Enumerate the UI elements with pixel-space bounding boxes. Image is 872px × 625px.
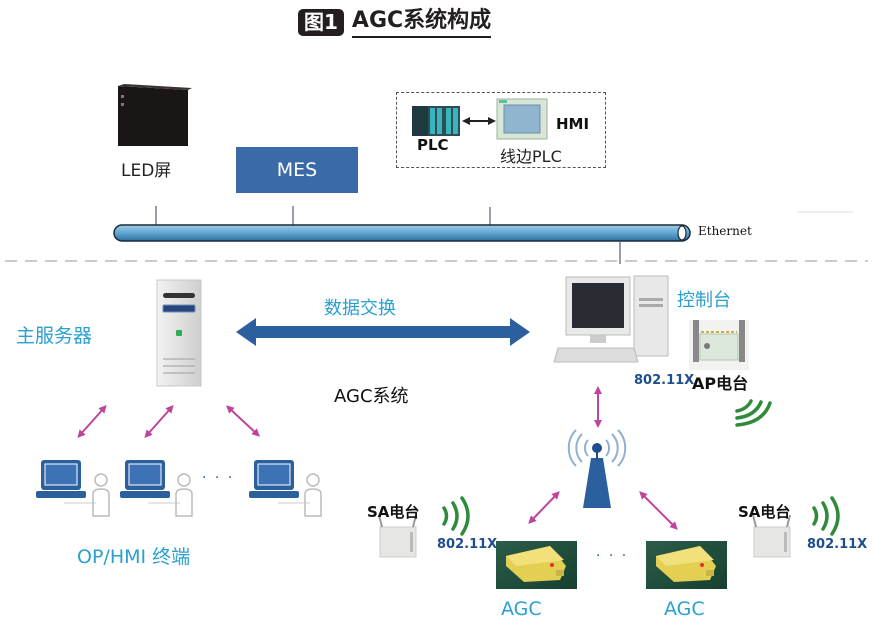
data-exchange-arrow <box>236 318 530 346</box>
server-terminal-arrow-3 <box>226 405 260 437</box>
agc-ellipsis: · · · <box>596 548 629 564</box>
tower-agc-arrow-left <box>528 491 560 524</box>
wifi-signal-icon-sa-right <box>812 496 840 536</box>
ap-radio-icon <box>689 320 749 370</box>
ap-protocol-label: 802.11X <box>634 373 695 388</box>
data-exchange-label: 数据交换 <box>324 298 396 319</box>
sa-protocol-label-left: 802.11X <box>437 537 498 552</box>
terminal-3 <box>249 460 322 517</box>
figure-badge: 图1 <box>298 8 344 36</box>
ethernet-label: Ethernet <box>698 224 752 238</box>
sa-radio-label-right: SA电台 <box>738 503 791 521</box>
mes-label: MES <box>276 159 318 181</box>
agc-label-left: AGC <box>501 598 542 620</box>
console-label: 控制台 <box>677 290 731 311</box>
sa-radio-icon-left <box>378 514 417 558</box>
hmi-panel-icon <box>496 98 548 140</box>
ethernet-bus <box>113 224 691 242</box>
led-screen-icon <box>118 84 192 146</box>
sa-protocol-label-right: 802.11X <box>807 537 868 552</box>
plc-label: PLC <box>417 136 449 154</box>
server-terminal-arrow-1 <box>77 405 107 438</box>
console-computer-icon <box>553 275 669 363</box>
tower-agc-arrow-right <box>639 491 678 530</box>
ap-radio-label: AP电台 <box>692 374 749 393</box>
hmi-label: HMI <box>556 115 590 133</box>
sa-radio-label-left: SA电台 <box>367 503 420 521</box>
terminals-label: OP/HMI 终端 <box>77 546 191 568</box>
line-plc-label: 线边PLC <box>500 147 562 166</box>
wifi-signal-icon-ap <box>735 399 772 427</box>
server-terminal-arrow-2 <box>144 405 174 438</box>
wireless-tower-icon <box>567 429 627 508</box>
agc-vehicle-right <box>646 541 727 589</box>
main-server-icon <box>156 279 202 387</box>
led-screen-label: LED屏 <box>121 161 172 181</box>
figure-title: 图1 AGC系统构成 <box>298 6 492 38</box>
terminal-1 <box>36 460 110 517</box>
agc-label-right: AGC <box>664 598 705 620</box>
terminals-ellipsis: · · · <box>202 470 235 486</box>
sa-radio-icon-right <box>752 514 791 558</box>
wifi-signal-icon-sa-left <box>442 496 470 536</box>
plc-icon <box>412 106 460 136</box>
agc-vehicle-left <box>496 541 577 589</box>
figure-title-text: AGC系统构成 <box>351 7 492 38</box>
main-server-label: 主服务器 <box>16 325 93 347</box>
line-plc-group <box>396 92 606 168</box>
mes-box: MES <box>236 147 358 193</box>
agc-system-label: AGC系统 <box>334 386 409 407</box>
terminal-2 <box>120 460 193 517</box>
